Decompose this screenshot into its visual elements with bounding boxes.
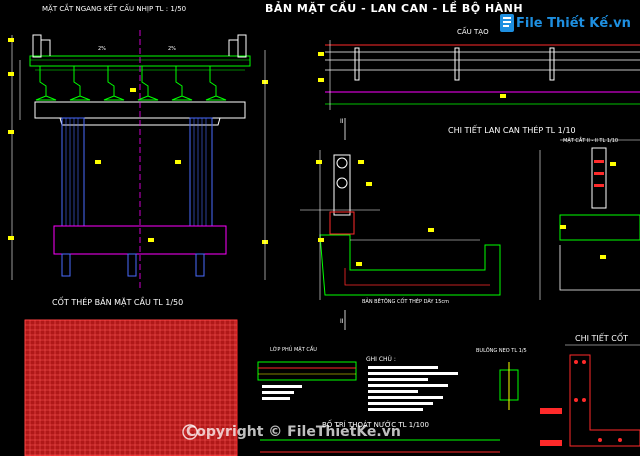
concrete-slab-label: BẢN BÊTÔNG CỐT THÉP DÀY 15cm bbox=[362, 299, 450, 305]
surface-layer-label: LỚP PHỦ MẶT CẦU bbox=[270, 347, 317, 353]
anchor-bolt-detail bbox=[499, 362, 562, 446]
copyright-icon bbox=[182, 424, 198, 440]
watermark-logo bbox=[500, 14, 514, 32]
section-cut-title: MẶT CẮT II - II TL 1/10 bbox=[563, 138, 619, 144]
main-title: BẢN MẶT CẦU - LAN CAN - LỀ BỘ HÀNH bbox=[265, 2, 524, 15]
deck-rebar-grid bbox=[24, 319, 238, 456]
notes-label: GHI CHÚ : bbox=[366, 356, 396, 363]
rebar-detail-right bbox=[565, 344, 640, 447]
deck-rebar-title: CỐT THÉP BẢN MẶT CẦU TL 1/50 bbox=[52, 298, 184, 307]
cross-section-title: MẶT CẮT NGANG KẾT CẤU NHỊP TL : 1/50 bbox=[42, 5, 187, 13]
watermark-copyright: Copyright © FileThietKe.vn bbox=[186, 424, 401, 440]
surface-layer-detail bbox=[257, 361, 357, 400]
anchor-bolt-label: BULÔNG NEO TL 1/5 bbox=[476, 348, 527, 354]
railing-detail-title: CHI TIẾT LAN CAN THÉP TL 1/10 bbox=[448, 126, 576, 135]
section-cut bbox=[539, 139, 640, 300]
railing-layout-title: CẤU TẠO bbox=[457, 28, 489, 36]
slope-right-label: 2% bbox=[168, 46, 176, 52]
bridge-cross-section bbox=[8, 30, 268, 290]
section-marker-bottom: II bbox=[340, 318, 344, 325]
notes-block bbox=[368, 366, 458, 411]
watermark-logo-text: File Thiết Kế.vn bbox=[516, 16, 631, 31]
section-marker-top: II bbox=[340, 118, 344, 125]
slope-left-label: 2% bbox=[98, 46, 106, 52]
railing-layout bbox=[318, 40, 640, 110]
drainage-layout bbox=[260, 439, 500, 453]
railing-detail bbox=[300, 118, 501, 330]
detail-right-title: CHI TIẾT CỐT bbox=[575, 334, 629, 343]
drainage-title: BỐ TRÍ THOÁT NƯỚC TL 1/100 bbox=[322, 421, 429, 429]
